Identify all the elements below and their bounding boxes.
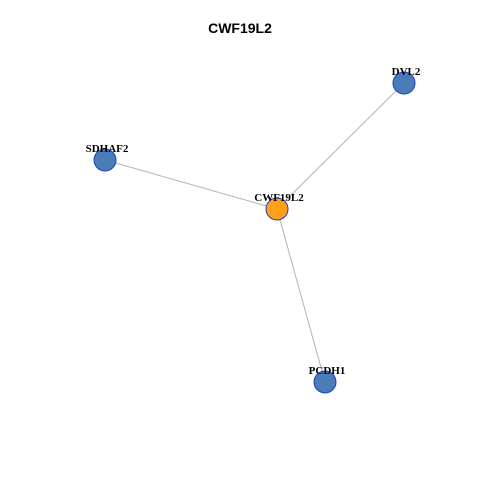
edges-layer [104, 82, 405, 383]
node-label-pcdh1: PCDH1 [309, 365, 346, 377]
node-label-dvl2: DVL2 [392, 66, 421, 78]
edge-cwf19l2-dvl2 [276, 82, 405, 210]
edge-cwf19l2-pcdh1 [276, 208, 326, 383]
node-pcdh1: PCDH1 [309, 365, 346, 394]
graph-title: CWF19L2 [208, 20, 272, 36]
node-circle-cwf19l2 [265, 197, 289, 221]
node-cwf19l2: CWF19L2 [254, 192, 304, 221]
node-circle-dvl2 [392, 71, 416, 95]
node-circle-sdhaf2 [93, 148, 117, 172]
node-dvl2: DVL2 [392, 66, 421, 95]
node-circle-pcdh1 [313, 370, 337, 394]
node-label-sdhaf2: SDHAF2 [86, 143, 129, 155]
edge-cwf19l2-sdhaf2 [104, 159, 278, 210]
node-sdhaf2: SDHAF2 [86, 143, 129, 172]
node-label-cwf19l2: CWF19L2 [254, 192, 304, 204]
